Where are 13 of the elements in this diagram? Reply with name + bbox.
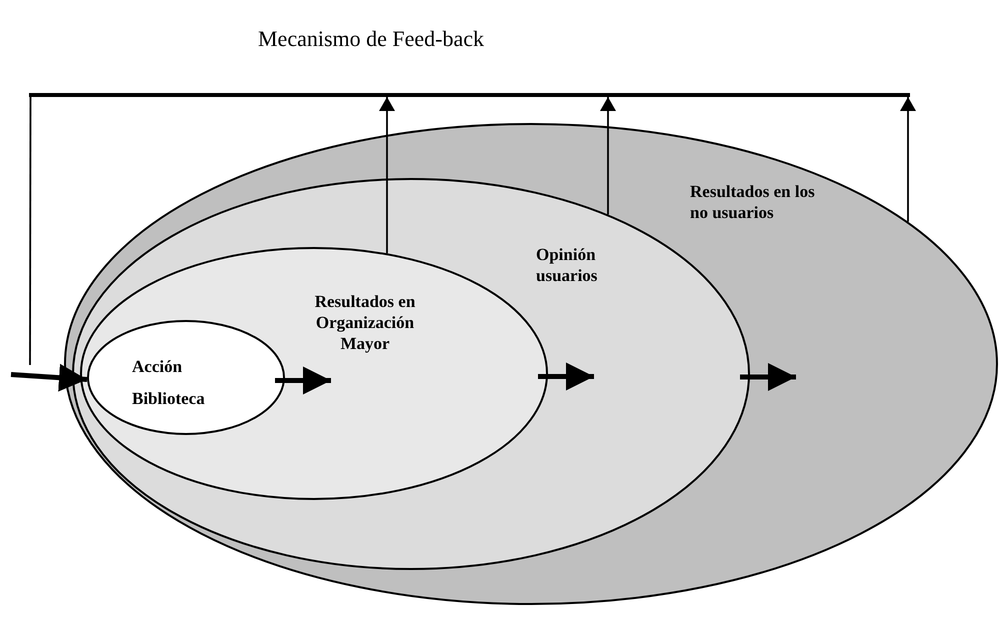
feedback-arrow [900,97,916,222]
node-label: Resultados en Organización Mayor [314,291,416,354]
feedback-line [29,97,32,365]
arrow [538,362,594,390]
node-label: Acción Biblioteca [132,356,206,410]
arrow [740,363,796,391]
node-label: Resultados en los no usuarios [690,181,816,223]
arrow [275,366,331,394]
arrow [10,364,88,392]
node-label: Opinión usuarios [536,244,598,286]
feedback-arrow [379,97,395,254]
feedback-arrow [600,97,616,214]
title: Mecanismo de Feed-back [258,25,484,53]
